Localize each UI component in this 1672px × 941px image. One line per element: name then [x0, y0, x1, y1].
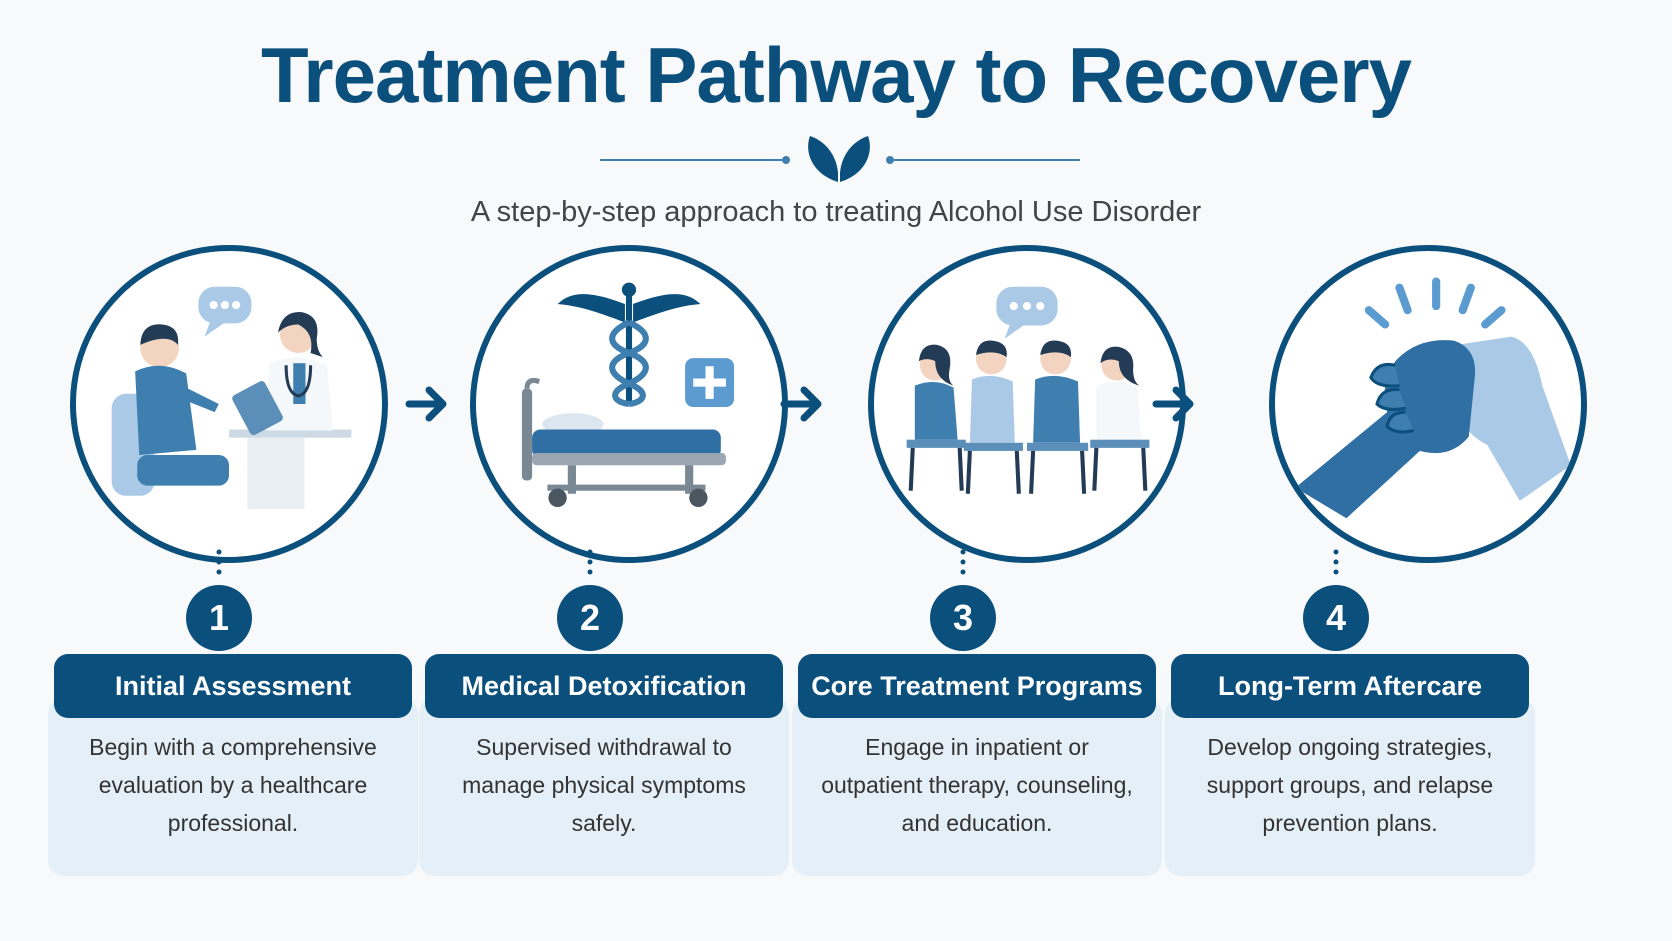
- hospital-bed-caduceus-icon: [521, 282, 735, 508]
- step-3-number-badge: 3: [930, 585, 996, 651]
- step-3-description: Engage in inpatient or outpatient therap…: [821, 734, 1133, 836]
- connector-dots: [216, 549, 222, 575]
- arrow-right-icon: [405, 386, 447, 422]
- connector-dots: [960, 549, 966, 575]
- page-subtitle: A step-by-step approach to treating Alco…: [470, 196, 1202, 228]
- step-3-title: Core Treatment Programs: [798, 654, 1156, 718]
- arrow-right-icon: [780, 386, 822, 422]
- step-1-description: Begin with a comprehensive evaluation by…: [89, 734, 377, 836]
- step-2-description: Supervised withdrawal to manage physical…: [462, 734, 746, 836]
- step-1-card: [48, 698, 418, 876]
- group-therapy-icon: [906, 286, 1150, 494]
- arrow-right-icon: [1152, 386, 1194, 422]
- step-4-number-badge: 4: [1303, 585, 1369, 651]
- step-4-illustration: [1269, 245, 1587, 563]
- connector-dots: [1333, 549, 1339, 575]
- step-1-illustration: [70, 245, 388, 563]
- step-3-card: [792, 698, 1162, 876]
- step-2-title: Medical Detoxification: [425, 654, 783, 718]
- step-2-illustration: [470, 245, 788, 563]
- connector-dots: [587, 549, 593, 575]
- doctor-consultation-icon: [111, 286, 352, 510]
- step-4-card: [1165, 698, 1535, 876]
- step-2-card: [419, 698, 789, 876]
- step-1-number-badge: 1: [186, 585, 252, 651]
- divider-leaf-icon: [600, 136, 1080, 182]
- step-2-number-badge: 2: [557, 585, 623, 651]
- step-1-title: Initial Assessment: [54, 654, 412, 718]
- step-3-illustration: [868, 245, 1186, 563]
- page-title: Treatment Pathway to Recovery: [260, 31, 1412, 119]
- step-4-title: Long-Term Aftercare: [1171, 654, 1529, 718]
- step-4-description: Develop ongoing strategies, support grou…: [1206, 734, 1494, 836]
- clasped-hands-icon: [1295, 277, 1571, 519]
